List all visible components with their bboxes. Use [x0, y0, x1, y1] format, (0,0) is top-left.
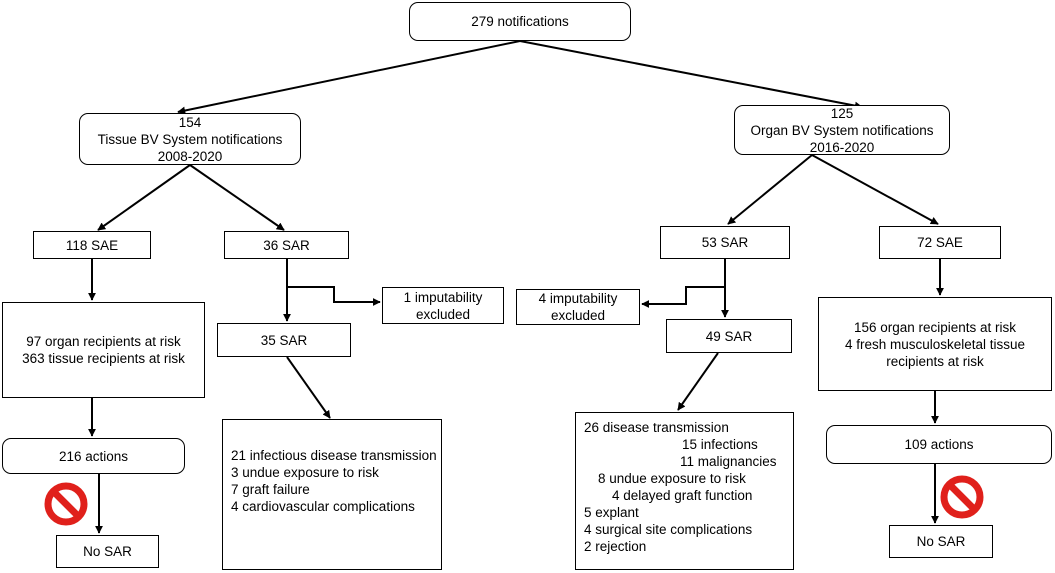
organ-outcome-infections: 15 infections — [682, 437, 758, 452]
tissue-recipients-box: 97 organ recipients at risk 363 tissue r… — [2, 302, 205, 398]
organ-outcomes-box: 26 disease transmission 15 infections 11… — [575, 412, 794, 570]
organ-sae-label: 72 SAE — [917, 235, 963, 250]
organ-actions-label: 109 actions — [904, 437, 974, 452]
tissue-system-title: Tissue BV System notifications — [97, 131, 283, 147]
arrow-49sar-to-outcomes — [677, 352, 719, 411]
tissue-system-box: 154 Tissue BV System notifications 2008-… — [79, 113, 301, 165]
arrow-root-to-organ — [519, 40, 863, 110]
organ-count: 125 — [830, 105, 854, 121]
organ-system-box: 125 Organ BV System notifications 2016-2… — [734, 105, 950, 155]
organ-no-sar-label: No SAR — [916, 534, 966, 549]
organ-no-sar-box: No SAR — [889, 525, 993, 558]
organ-outcome-malignancies: 11 malignancies — [680, 454, 777, 469]
tissue-outcome-undue-exposure: 3 undue exposure to risk — [231, 464, 379, 480]
organ-fresh-tissue-recipients-cont: recipients at risk — [886, 353, 984, 369]
tissue-sae-label: 118 SAE — [65, 237, 119, 253]
tissue-confirmed-sar-label: 35 SAR — [260, 332, 308, 348]
tissue-no-sar-box: No SAR — [56, 535, 159, 568]
organ-organ-recipients: 156 organ recipients at risk — [853, 319, 1017, 335]
organ-outcome-surgical-site: 4 surgical site complications — [584, 522, 753, 537]
root-label: 279 notifications — [471, 14, 569, 29]
tissue-no-sar-label: No SAR — [83, 544, 132, 559]
tissue-actions-box: 216 actions — [2, 438, 185, 474]
organ-period: 2016-2020 — [809, 139, 875, 155]
tissue-outcome-infectious: 21 infectious disease transmission — [231, 447, 437, 463]
organ-fresh-tissue-recipients: 4 fresh musculoskeletal tissue — [844, 336, 1026, 352]
arrow-organ-to-sae — [811, 154, 939, 225]
organ-outcome-rejection: 2 rejection — [584, 539, 647, 554]
tissue-actions-label: 216 actions — [58, 448, 129, 464]
organ-recipients-box: 156 organ recipients at risk 4 fresh mus… — [818, 297, 1052, 391]
organ-excluded-line1: 4 imputability — [538, 291, 618, 306]
organ-outcome-delayed-graft: 4 delayed graft function — [612, 488, 753, 503]
tissue-sae-box: 118 SAE — [33, 231, 151, 259]
tissue-excluded-line2: excluded — [415, 306, 471, 322]
arrow-tissue-to-sar — [189, 164, 285, 231]
organ-sae-box: 72 SAE — [879, 226, 1001, 259]
tissue-organ-recipients: 97 organ recipients at risk — [26, 334, 181, 349]
tissue-outcome-graft-failure: 7 graft failure — [231, 481, 310, 497]
tissue-sar-label: 36 SAR — [263, 237, 310, 253]
organ-actions-box: 109 actions — [826, 425, 1052, 464]
tissue-outcomes-box: 21 infectious disease transmission 3 und… — [222, 419, 442, 570]
prohibition-sign-icon — [44, 482, 88, 526]
organ-outcome-explant: 5 explant — [584, 505, 639, 520]
organ-system-title: Organ BV System notifications — [750, 122, 934, 138]
tissue-excluded-line1: 1 imputability — [403, 289, 483, 305]
organ-sar-label: 53 SAR — [701, 235, 749, 250]
tissue-count: 154 — [178, 114, 202, 130]
tissue-excluded-box: 1 imputability excluded — [382, 287, 504, 324]
organ-excluded-line2: excluded — [550, 308, 606, 323]
organ-excluded-box: 4 imputability excluded — [516, 289, 640, 325]
organ-sar-box: 53 SAR — [660, 226, 790, 259]
organ-confirmed-sar-box: 49 SAR — [666, 319, 792, 353]
arrow-organ-to-sar — [727, 154, 813, 225]
tissue-period: 2008-2020 — [157, 148, 223, 164]
tissue-confirmed-sar-box: 35 SAR — [217, 323, 351, 357]
arrow-tissue-to-sae — [97, 164, 191, 231]
arrow-root-to-tissue — [177, 40, 521, 115]
tissue-sar-box: 36 SAR — [224, 231, 349, 259]
tissue-tissue-recipients: 363 tissue recipients at risk — [22, 351, 185, 366]
arrow-36sar-to-excluded — [287, 286, 381, 306]
prohibition-sign-icon — [940, 475, 984, 519]
organ-confirmed-sar-label: 49 SAR — [705, 328, 753, 344]
root-notifications-box: 279 notifications — [409, 2, 631, 41]
tissue-outcome-cardiovascular: 4 cardiovascular complications — [231, 498, 415, 514]
organ-outcome-undue-exposure: 8 undue exposure to risk — [598, 471, 746, 486]
arrow-53sar-to-excluded — [641, 286, 725, 308]
arrow-35sar-to-outcomes — [286, 356, 331, 419]
organ-outcome-disease-transmission: 26 disease transmission — [584, 420, 729, 435]
